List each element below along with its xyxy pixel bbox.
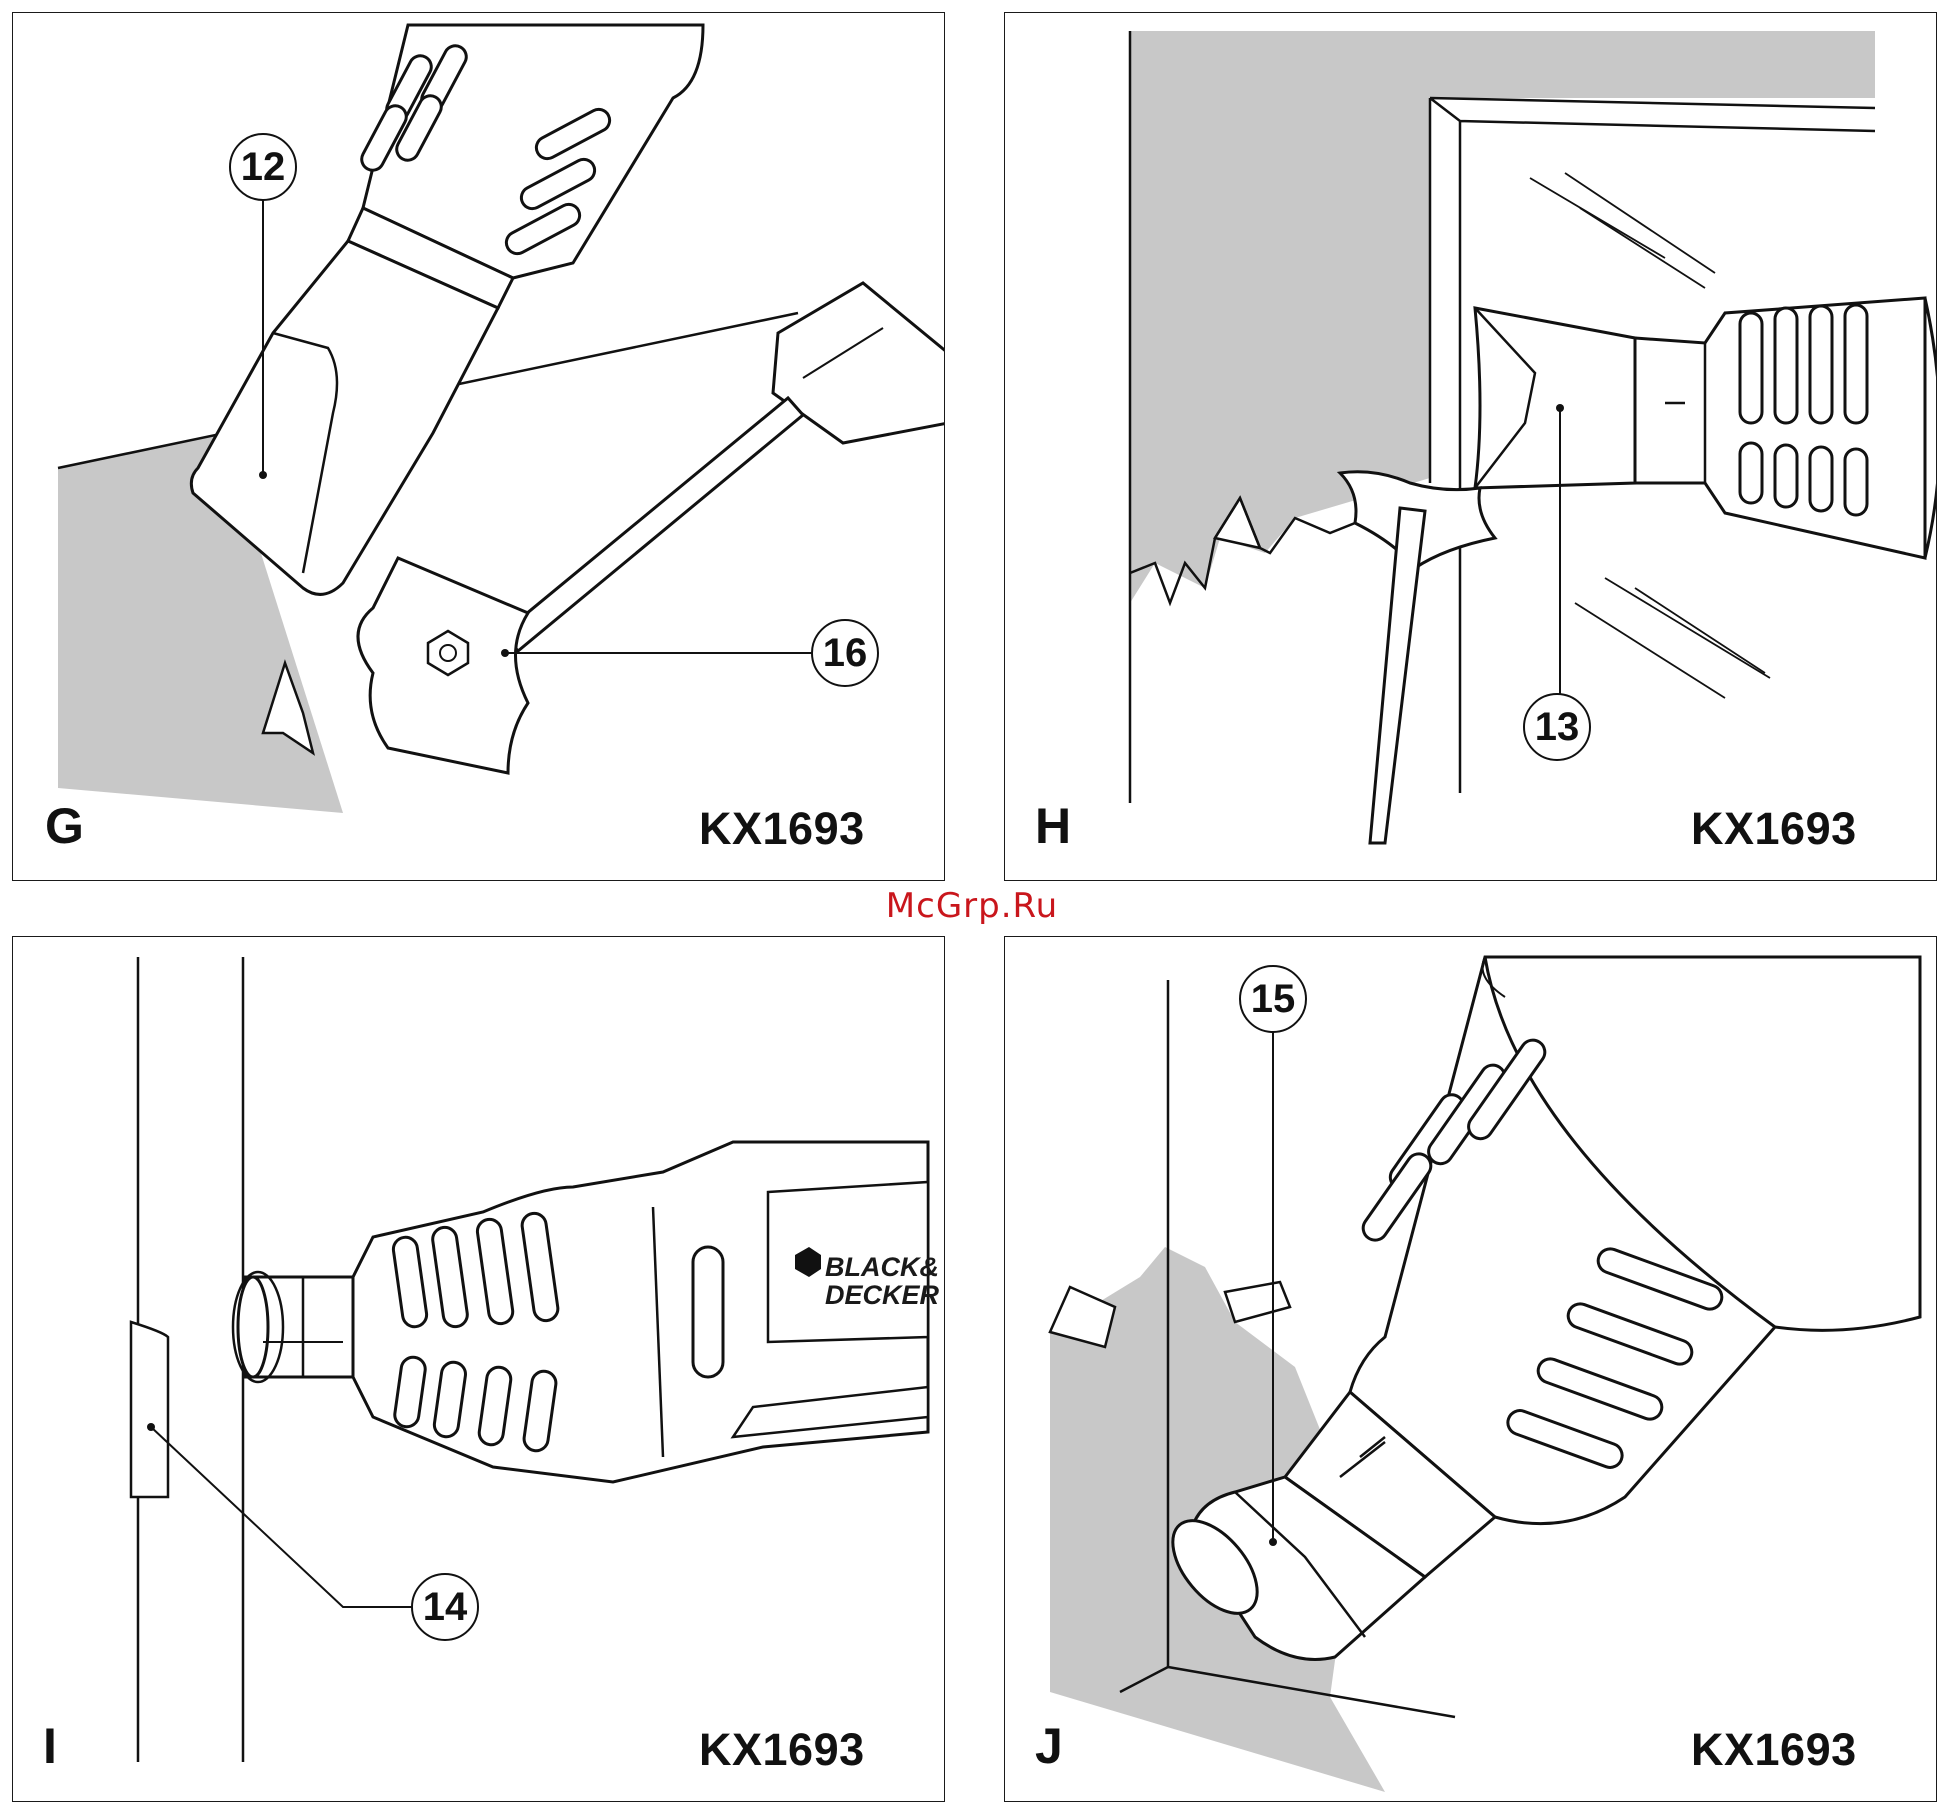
model-code-g: KX1693 [699,806,865,851]
callout-14: 14 [411,1573,479,1641]
panel-g-illustration [13,13,945,881]
panel-j: 15 J KX1693 [1004,936,1937,1802]
panel-letter-i: I [43,1721,57,1771]
brand-logo: BLACK& DECKER [825,1253,939,1310]
scraper-shaft [503,398,803,651]
panel-i-illustration [13,937,945,1802]
panel-j-illustration [1005,937,1937,1802]
callout-16: 16 [811,619,879,687]
heat-gun-housing [1350,957,1920,1524]
leader-14 [151,1427,421,1607]
callout-12: 12 [229,133,297,201]
pipe-clip [131,1322,168,1497]
panel-h: 13 H KX1693 [1004,12,1937,881]
brand-line-2: DECKER [825,1281,939,1309]
panel-letter-h: H [1035,801,1071,851]
watermark: McGrp.Ru [0,886,1944,926]
callout-13: 13 [1523,693,1591,761]
brand-line-1: BLACK& [825,1253,939,1281]
panel-g: 12 16 G KX1693 [12,12,945,881]
scraper-shaft [1370,508,1425,843]
panel-letter-j: J [1035,1721,1063,1771]
model-code-i: KX1693 [699,1727,865,1772]
panel-h-illustration [1005,13,1937,881]
model-code-h: KX1693 [1691,806,1857,851]
panel-i: BLACK& DECKER 14 I KX1693 [12,936,945,1802]
side-grip [693,1247,723,1377]
panel-letter-g: G [45,801,84,851]
callout-15: 15 [1239,965,1307,1033]
model-code-j: KX1693 [1691,1727,1857,1772]
